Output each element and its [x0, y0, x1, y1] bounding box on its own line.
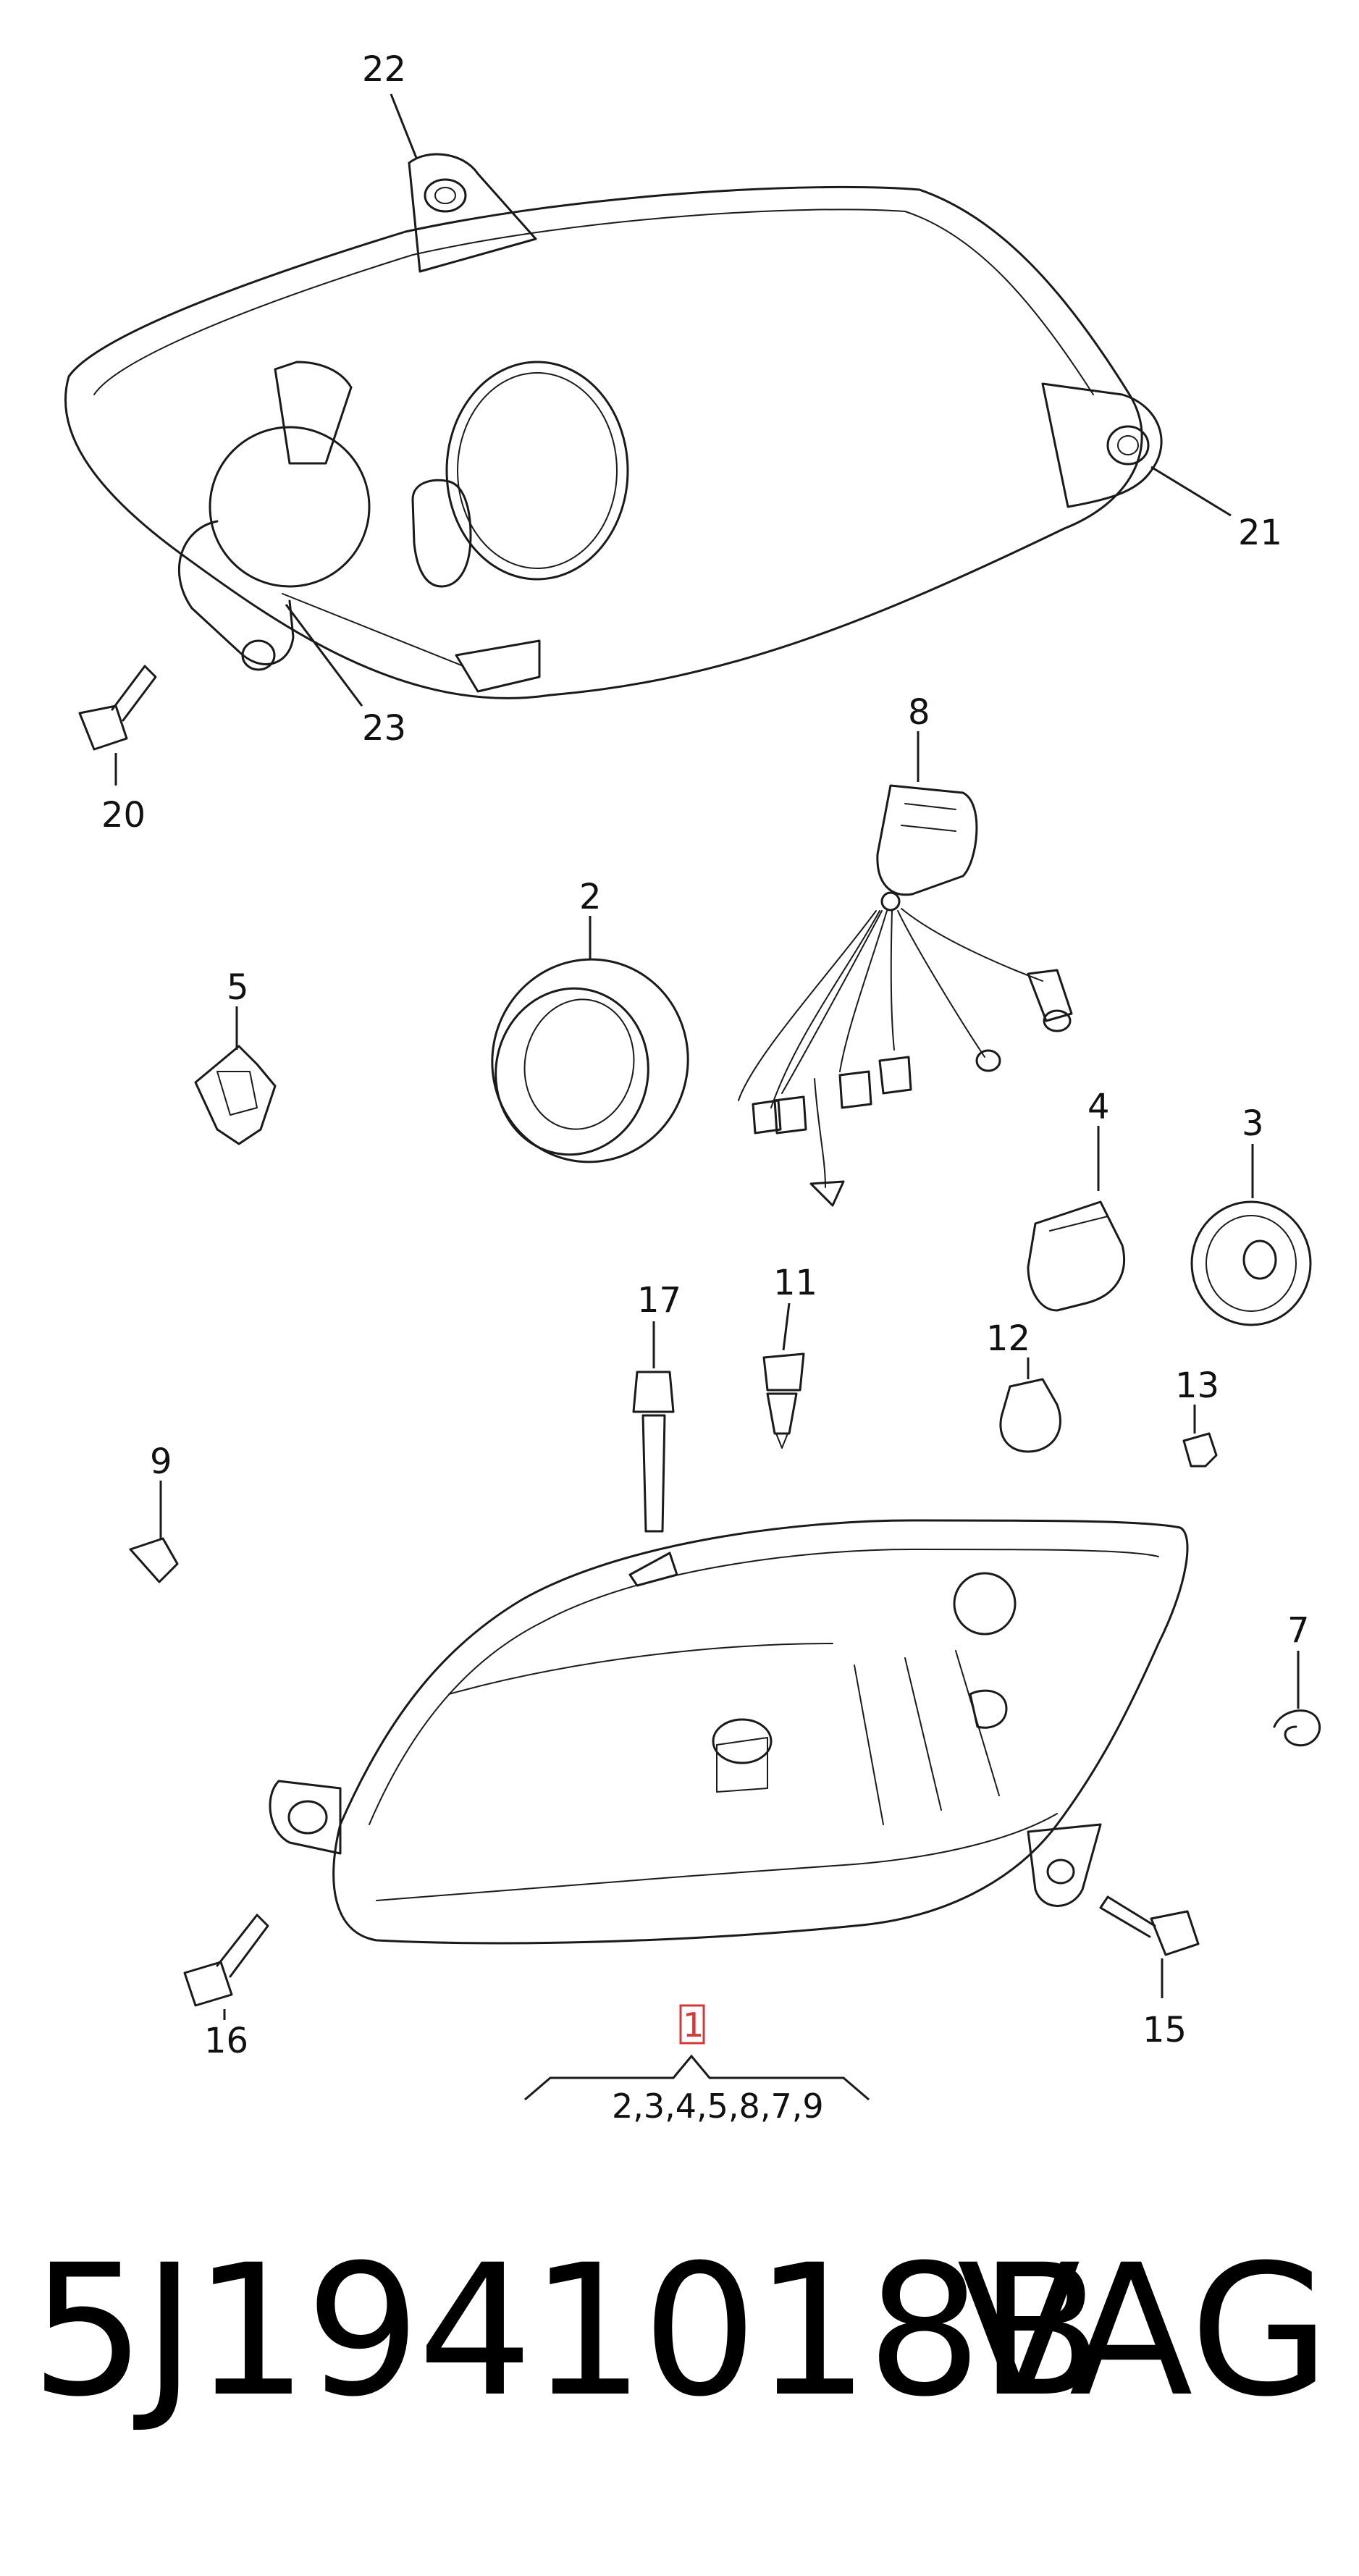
cap-part [1190, 1200, 1312, 1326]
callout-5[interactable]: 5 [227, 967, 249, 1008]
callout-3[interactable]: 3 [1242, 1103, 1264, 1144]
seal-ring-part [491, 958, 689, 1163]
rear-housing-part [64, 153, 1163, 699]
callout-15[interactable]: 15 [1143, 2010, 1187, 2050]
leader-lines [114, 93, 1300, 2020]
assembly-bracket: 2,3,4,5,8,7,9 [524, 2054, 870, 2126]
adjuster-part [129, 1537, 179, 1583]
part-number: 5J1941018B [30, 2226, 1103, 2436]
callout-17[interactable]: 17 [637, 1280, 681, 1321]
footer-caption: 5J1941018B VAG [0, 2223, 1359, 2440]
callout-21[interactable]: 21 [1238, 513, 1282, 553]
screw-20-part [78, 665, 157, 751]
wiring-harness-part [738, 784, 1073, 1207]
callout-labels: 22 21 23 20 8 2 5 4 3 17 11 12 13 9 7 16… [101, 49, 1310, 2061]
highlighted-item-1[interactable]: 1 [679, 2004, 705, 2045]
callout-2[interactable]: 2 [579, 877, 602, 917]
screw-16-part [183, 1914, 269, 2007]
callout-11[interactable]: 11 [773, 1263, 817, 1303]
screw-15-part [1099, 1895, 1200, 1956]
callout-7[interactable]: 7 [1287, 1610, 1310, 1651]
callout-4[interactable]: 4 [1087, 1087, 1110, 1127]
small-bulb-part [999, 1378, 1061, 1453]
headlight-assembly-part [269, 1519, 1189, 1945]
highlighted-item-label: 1 [683, 2005, 704, 2045]
callout-13[interactable]: 13 [1175, 1365, 1219, 1406]
wedge-bulb-part [1182, 1432, 1218, 1468]
callout-8[interactable]: 8 [908, 692, 930, 733]
bulb-socket-part [1027, 1200, 1126, 1312]
assembly-note: 2,3,4,5,8,7,9 [612, 2087, 824, 2126]
clip-part [194, 1045, 277, 1145]
callout-12[interactable]: 12 [986, 1318, 1030, 1359]
callout-9[interactable]: 9 [150, 1441, 172, 1482]
callout-16[interactable]: 16 [204, 2021, 248, 2061]
callout-23[interactable]: 23 [362, 708, 406, 749]
spring-clip-part [1273, 1709, 1321, 1747]
brand-name: VAG [956, 2226, 1330, 2436]
callout-22[interactable]: 22 [362, 49, 406, 90]
bolt-long-part [632, 1371, 675, 1533]
halogen-bulb-part [762, 1352, 805, 1449]
callout-20[interactable]: 20 [101, 795, 146, 835]
